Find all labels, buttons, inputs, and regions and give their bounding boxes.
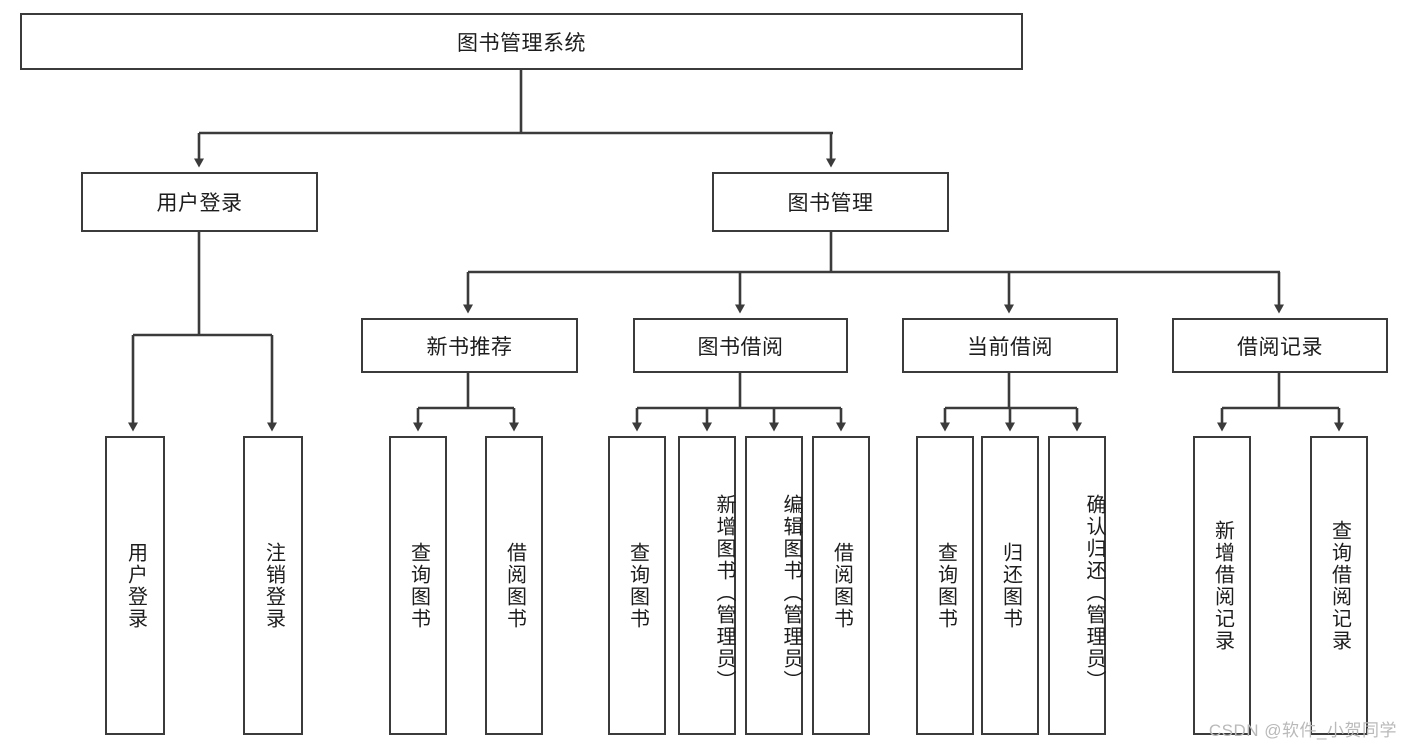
node-book-management[interactable]: 图书管理 (712, 172, 949, 232)
leaf-cb-query-book[interactable]: 查询图书 (916, 436, 974, 735)
leaf-bb-add-book-admin[interactable]: 新增图书（管理员） (678, 436, 736, 735)
leaf-cb-query-book-label: 查询图书 (934, 541, 957, 630)
node-root[interactable]: 图书管理系统 (20, 13, 1023, 70)
node-book-management-label: 图书管理 (787, 192, 874, 215)
leaf-nbr-borrow-book[interactable]: 借阅图书 (485, 436, 543, 735)
node-current-borrowing[interactable]: 当前借阅 (902, 318, 1118, 373)
leaf-bb-query-book-label: 查询图书 (626, 541, 649, 630)
node-new-book-recommendation-label: 新书推荐 (426, 335, 513, 359)
leaf-cb-return-book[interactable]: 归还图书 (981, 436, 1039, 735)
node-user-login-label: 用户登录 (156, 192, 243, 215)
leaf-bb-borrow-book[interactable]: 借阅图书 (812, 436, 870, 735)
leaf-nbr-borrow-book-label: 借阅图书 (503, 541, 526, 630)
node-user-login[interactable]: 用户登录 (81, 172, 318, 232)
node-book-borrowing-label: 图书借阅 (697, 335, 784, 359)
leaf-user-login-label: 用户登录 (124, 541, 147, 630)
node-root-label: 图书管理系统 (457, 31, 586, 55)
node-borrowing-record-label: 借阅记录 (1237, 335, 1323, 359)
watermark: CSDN @软件_小贺同学 (1208, 721, 1397, 740)
leaf-br-add-record-label: 新增借阅记录 (1211, 519, 1234, 652)
leaf-bb-borrow-book-label: 借阅图书 (830, 541, 853, 630)
leaf-cb-confirm-return-admin[interactable]: 确认归还（管理员） (1048, 436, 1106, 735)
leaf-logout[interactable]: 注销登录 (243, 436, 303, 735)
leaf-cb-confirm-return-admin-label: 确认归还（管理员） (1083, 493, 1105, 692)
leaf-nbr-query-book-label: 查询图书 (407, 541, 430, 630)
leaf-br-query-record-label: 查询借阅记录 (1328, 519, 1351, 652)
leaf-bb-query-book[interactable]: 查询图书 (608, 436, 666, 735)
leaf-bb-edit-book-admin-label: 编辑图书（管理员） (780, 493, 802, 692)
leaf-logout-label: 注销登录 (262, 541, 285, 630)
leaf-user-login[interactable]: 用户登录 (105, 436, 165, 735)
leaf-bb-add-book-admin-label: 新增图书（管理员） (713, 493, 735, 692)
node-new-book-recommendation[interactable]: 新书推荐 (361, 318, 578, 373)
leaf-bb-edit-book-admin[interactable]: 编辑图书（管理员） (745, 436, 803, 735)
leaf-cb-return-book-label: 归还图书 (999, 541, 1022, 630)
node-borrowing-record[interactable]: 借阅记录 (1172, 318, 1388, 373)
leaf-br-query-record[interactable]: 查询借阅记录 (1310, 436, 1368, 735)
node-book-borrowing[interactable]: 图书借阅 (633, 318, 848, 373)
node-current-borrowing-label: 当前借阅 (967, 335, 1053, 359)
leaf-br-add-record[interactable]: 新增借阅记录 (1193, 436, 1251, 735)
leaf-nbr-query-book[interactable]: 查询图书 (389, 436, 447, 735)
